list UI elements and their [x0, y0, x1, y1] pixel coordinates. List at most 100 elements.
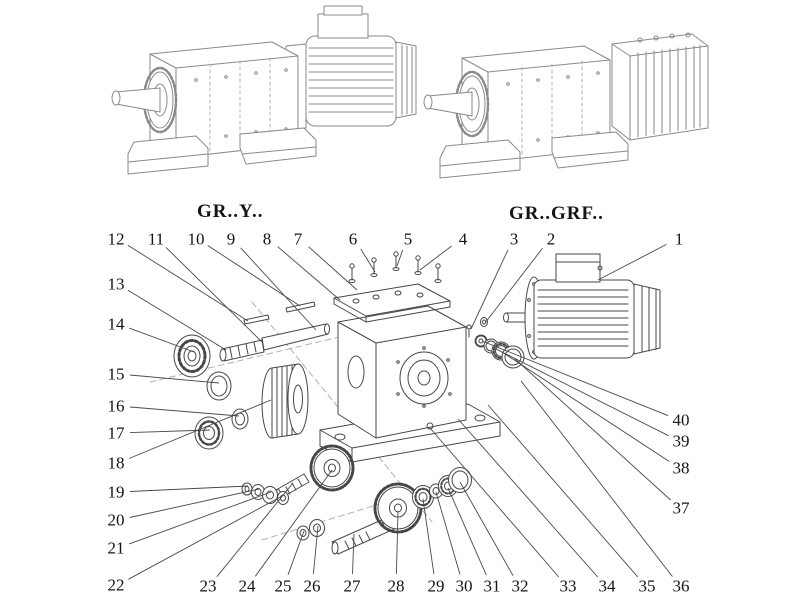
callout-28: 28 [387, 576, 405, 596]
leader-line-3 [470, 249, 509, 330]
callout-5: 5 [403, 229, 413, 249]
callout-15: 15 [107, 364, 125, 384]
callout-38: 38 [672, 458, 690, 478]
leader-line-1 [597, 244, 667, 281]
callout-37: 37 [672, 498, 690, 518]
leader-line-21 [129, 491, 272, 545]
callout-22: 22 [107, 575, 125, 595]
leader-line-14 [129, 327, 195, 353]
leader-line-11 [165, 247, 263, 343]
callout-20: 20 [107, 510, 125, 530]
callout-34: 34 [598, 576, 616, 596]
leader-line-29 [422, 498, 435, 575]
key-art [243, 314, 270, 325]
leader-line-5 [396, 249, 404, 267]
leader-line-16 [129, 406, 240, 417]
leader-line-18 [128, 399, 272, 459]
callout-36: 36 [672, 576, 690, 596]
callout-19: 19 [107, 482, 125, 502]
leader-line-22 [128, 494, 285, 580]
gr-y-terminal-box-art [317, 13, 369, 39]
leader-line-25 [287, 530, 305, 575]
callout-12: 12 [107, 229, 125, 249]
top-cover-art [333, 283, 451, 323]
leader-line-2 [484, 248, 543, 324]
leader-line-28 [395, 510, 399, 575]
gr-grf-output-shaft-art [427, 91, 473, 117]
leader-line-31 [447, 487, 487, 576]
leader-line-4 [419, 245, 452, 271]
callout-35: 35 [638, 576, 656, 596]
leader-line-23 [216, 482, 294, 577]
callout-17: 17 [107, 423, 125, 443]
leader-line-35 [487, 404, 639, 578]
gr-y-motor-art [305, 5, 417, 127]
gr-grf-finned-unit-art [611, 32, 709, 141]
callout-14: 14 [107, 314, 125, 334]
gr-y-gearbox-art [111, 41, 317, 175]
callout-27: 27 [343, 576, 361, 596]
leader-line-9 [240, 247, 317, 331]
callout-31: 31 [483, 576, 501, 596]
callout-13: 13 [107, 274, 125, 294]
callout-2: 2 [546, 229, 556, 249]
callout-30: 30 [455, 576, 473, 596]
leader-line-30 [435, 491, 461, 575]
callout-21: 21 [107, 538, 125, 558]
callout-11: 11 [147, 229, 165, 249]
leader-line-27 [352, 533, 355, 575]
leader-line-6 [360, 248, 376, 273]
bearing-art [194, 416, 224, 450]
cover-bolts-art [348, 251, 442, 283]
callout-25: 25 [274, 576, 292, 596]
fan-cowl-art [633, 283, 661, 355]
callout-16: 16 [107, 396, 125, 416]
figure-label-gr-y: GR..Y.. [197, 201, 264, 222]
leader-line-32 [459, 481, 514, 576]
callout-9: 9 [226, 229, 236, 249]
output-shaft-assembly-art [296, 467, 472, 555]
leader-line-38 [501, 351, 670, 462]
leader-line-37 [513, 357, 671, 501]
terminal-box-art [555, 253, 601, 283]
leader-line-34 [457, 418, 599, 578]
callout-24: 24 [238, 576, 256, 596]
gear-art [373, 482, 423, 534]
input-shaft-assembly-art [173, 301, 330, 450]
callout-33: 33 [559, 576, 577, 596]
callout-39: 39 [672, 431, 690, 451]
leader-line-40 [481, 340, 669, 417]
callout-3: 3 [509, 229, 519, 249]
leader-line-36 [520, 380, 673, 577]
leader-line-7 [308, 246, 358, 291]
callout-18: 18 [107, 453, 125, 473]
callout-7: 7 [293, 229, 303, 249]
gr-y-fan-cowl-art [395, 41, 417, 119]
callout-8: 8 [262, 229, 272, 249]
callout-32: 32 [511, 576, 529, 596]
leader-line-33 [429, 427, 560, 578]
callout-4: 4 [458, 229, 468, 249]
callout-26: 26 [303, 576, 321, 596]
exploded-motor-art [503, 253, 661, 360]
leader-line-20 [129, 488, 260, 518]
leader-line-39 [491, 346, 669, 437]
callout-23: 23 [199, 576, 217, 596]
gear-housing-art [337, 305, 467, 439]
callout-10: 10 [187, 229, 205, 249]
leader-line-19 [129, 485, 249, 492]
callout-40: 40 [672, 410, 690, 430]
leader-line-26 [312, 525, 319, 575]
drain-plug-art [426, 422, 434, 430]
leader-line-8 [277, 246, 341, 301]
leader-lines [127, 244, 673, 580]
gr-y-figure-art [111, 5, 417, 175]
bearing-art [173, 334, 211, 378]
leader-line-13 [127, 289, 227, 351]
gear-art [309, 444, 355, 492]
leader-line-24 [254, 469, 333, 577]
gr-grf-gearbox-art [423, 45, 629, 179]
callout-29: 29 [427, 576, 445, 596]
